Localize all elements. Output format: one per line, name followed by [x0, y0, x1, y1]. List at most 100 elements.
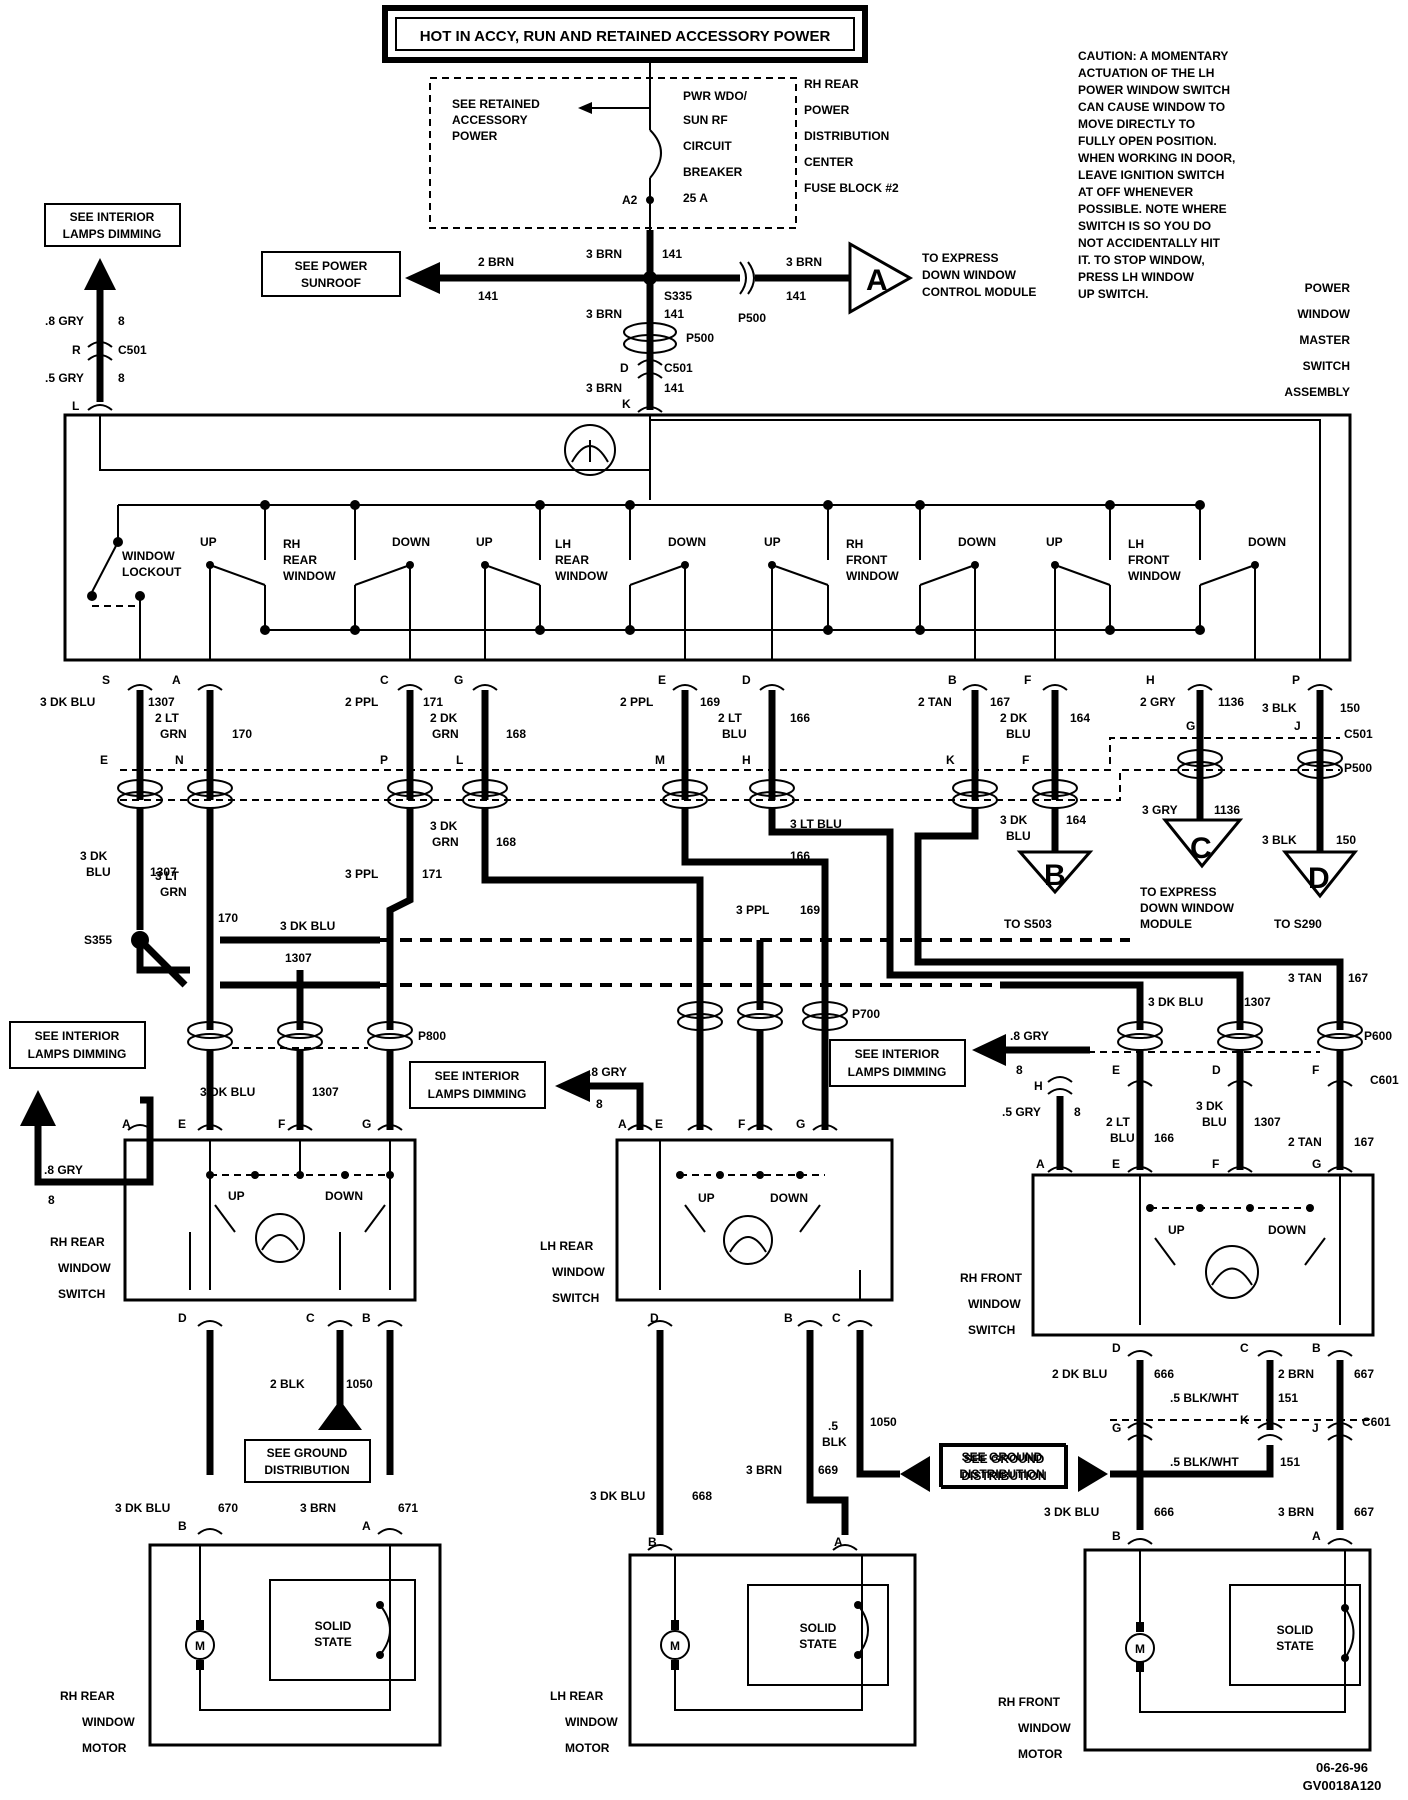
- svg-text:C: C: [306, 1311, 315, 1325]
- svg-text:WINDOW: WINDOW: [1128, 569, 1181, 583]
- offpage-a: A: [866, 264, 888, 297]
- svg-text:GRN: GRN: [160, 727, 187, 741]
- svg-text:F: F: [1024, 673, 1031, 687]
- c601-label-lower: C601: [1362, 1415, 1391, 1429]
- svg-text:S: S: [102, 673, 110, 687]
- fuse-line5: 25 A: [683, 191, 708, 205]
- svg-text:2 TAN: 2 TAN: [1288, 1135, 1322, 1149]
- svg-text:E: E: [655, 1117, 663, 1131]
- svg-text:RH: RH: [846, 537, 863, 551]
- svg-text:.8 GRY: .8 GRY: [588, 1065, 627, 1079]
- svg-text:L: L: [456, 753, 463, 767]
- svg-text:DISTRIBUTION: DISTRIBUTION: [961, 1469, 1046, 1483]
- svg-text:P: P: [380, 753, 388, 767]
- svg-text:3 LT BLU: 3 LT BLU: [790, 817, 842, 831]
- svg-text:D: D: [650, 1311, 659, 1325]
- svg-text:3 TAN: 3 TAN: [1288, 971, 1322, 985]
- svg-text:LAMPS DIMMING: LAMPS DIMMING: [28, 1047, 127, 1061]
- svg-text:1050: 1050: [870, 1415, 897, 1429]
- svg-text:F: F: [278, 1117, 285, 1131]
- svg-text:668: 668: [692, 1489, 712, 1503]
- svg-text:2 BRN: 2 BRN: [478, 255, 514, 269]
- fuse-block-line5: FUSE BLOCK #2: [804, 181, 899, 195]
- svg-text:L: L: [72, 399, 79, 413]
- svg-text:STATE: STATE: [799, 1637, 837, 1651]
- svg-text:LH REAR: LH REAR: [550, 1689, 604, 1703]
- svg-text:SEE INTERIOR: SEE INTERIOR: [435, 1069, 520, 1083]
- svg-text:BLU: BLU: [1110, 1131, 1135, 1145]
- svg-text:DOWN WINDOW: DOWN WINDOW: [922, 268, 1017, 282]
- svg-text:.8 GRY: .8 GRY: [44, 1163, 83, 1177]
- svg-text:1307: 1307: [150, 865, 177, 879]
- svg-text:WINDOW: WINDOW: [552, 1265, 605, 1279]
- svg-text:164: 164: [1070, 711, 1090, 725]
- svg-text:A: A: [834, 1535, 843, 1549]
- svg-text:171: 171: [422, 867, 442, 881]
- svg-text:PRESS LH WINDOW: PRESS LH WINDOW: [1078, 270, 1195, 284]
- svg-text:F: F: [738, 1117, 745, 1131]
- svg-text:UP: UP: [476, 535, 493, 549]
- svg-text:150: 150: [1340, 701, 1360, 715]
- svg-text:UP: UP: [764, 535, 781, 549]
- svg-text:3 DK BLU: 3 DK BLU: [590, 1489, 645, 1503]
- svg-text:164: 164: [1066, 813, 1086, 827]
- svg-text:M: M: [1135, 1642, 1145, 1656]
- svg-text:A: A: [1036, 1157, 1045, 1171]
- footer: 06-26-96 GV0018A120: [1303, 1760, 1382, 1793]
- svg-text:ASSEMBLY: ASSEMBLY: [1284, 385, 1350, 399]
- svg-text:K: K: [946, 753, 955, 767]
- svg-text:3 BRN: 3 BRN: [746, 1463, 782, 1477]
- svg-text:BLU: BLU: [1202, 1115, 1227, 1129]
- svg-text:GRN: GRN: [432, 835, 459, 849]
- svg-text:BLU: BLU: [1006, 727, 1031, 741]
- svg-text:1136: 1136: [1214, 803, 1240, 817]
- svg-text:169: 169: [700, 695, 720, 709]
- svg-text:166: 166: [1154, 1131, 1174, 1145]
- fuse-line4: BREAKER: [683, 165, 743, 179]
- svg-text:P: P: [1292, 673, 1300, 687]
- svg-text:E: E: [1112, 1063, 1120, 1077]
- power-window-master-switch: POWER WINDOW MASTER SWITCH ASSEMBLY: [63, 281, 1352, 662]
- offpage-c: C: [1190, 832, 1212, 865]
- svg-text:667: 667: [1354, 1505, 1374, 1519]
- svg-text:2 LT: 2 LT: [155, 711, 179, 725]
- svg-text:SOLID: SOLID: [1277, 1623, 1314, 1637]
- svg-text:WINDOW: WINDOW: [1018, 1721, 1071, 1735]
- c501-label-left: C501: [118, 343, 147, 357]
- svg-text:667: 667: [1354, 1367, 1374, 1381]
- svg-text:3 DK BLU: 3 DK BLU: [1044, 1505, 1099, 1519]
- svg-text:WINDOW: WINDOW: [283, 569, 336, 583]
- fuse-line3: CIRCUIT: [683, 139, 732, 153]
- svg-text:3 BRN: 3 BRN: [586, 247, 622, 261]
- svg-text:K: K: [622, 397, 631, 411]
- svg-text:SWITCH: SWITCH: [968, 1323, 1015, 1337]
- svg-text:1307: 1307: [285, 951, 312, 965]
- svg-text:WINDOW: WINDOW: [565, 1715, 618, 1729]
- p600-label: P600: [1364, 1029, 1392, 1043]
- fuse-line1: PWR WDO/: [683, 89, 748, 103]
- fuse-line2: SUN RF: [683, 113, 728, 127]
- svg-text:A: A: [618, 1117, 627, 1131]
- svg-text:WINDOW: WINDOW: [58, 1261, 111, 1275]
- svg-text:FRONT: FRONT: [846, 553, 888, 567]
- fuse-block: SEE RETAINED ACCESSORY POWER A2 PWR WDO/…: [429, 60, 899, 230]
- svg-text:RH REAR: RH REAR: [50, 1235, 105, 1249]
- ref-interior-dimming-top: SEE INTERIOR LAMPS DIMMING .8 GRY 8 R C5…: [44, 203, 181, 413]
- svg-text:3 BLK: 3 BLK: [1262, 701, 1297, 715]
- harness-wires: 3 DK BLU 1307 2 LT GRN 170 2 PPL 171 2 D…: [40, 684, 1373, 1030]
- svg-text:169: 169: [800, 903, 820, 917]
- svg-text:167: 167: [990, 695, 1010, 709]
- svg-text:3 DK BLU: 3 DK BLU: [200, 1085, 255, 1099]
- svg-text:1307: 1307: [148, 695, 175, 709]
- svg-text:666: 666: [1154, 1505, 1174, 1519]
- svg-text:2 DK BLU: 2 DK BLU: [1052, 1367, 1107, 1381]
- svg-text:167: 167: [1348, 971, 1368, 985]
- svg-text:8: 8: [596, 1097, 603, 1111]
- svg-text:MODULE: MODULE: [1140, 917, 1192, 931]
- svg-text:2 BLK: 2 BLK: [270, 1377, 305, 1391]
- svg-text:SWITCH: SWITCH: [58, 1287, 105, 1301]
- svg-text:167: 167: [1354, 1135, 1374, 1149]
- svg-text:DOWN: DOWN: [325, 1189, 363, 1203]
- svg-text:DISTRIBUTION: DISTRIBUTION: [264, 1463, 349, 1477]
